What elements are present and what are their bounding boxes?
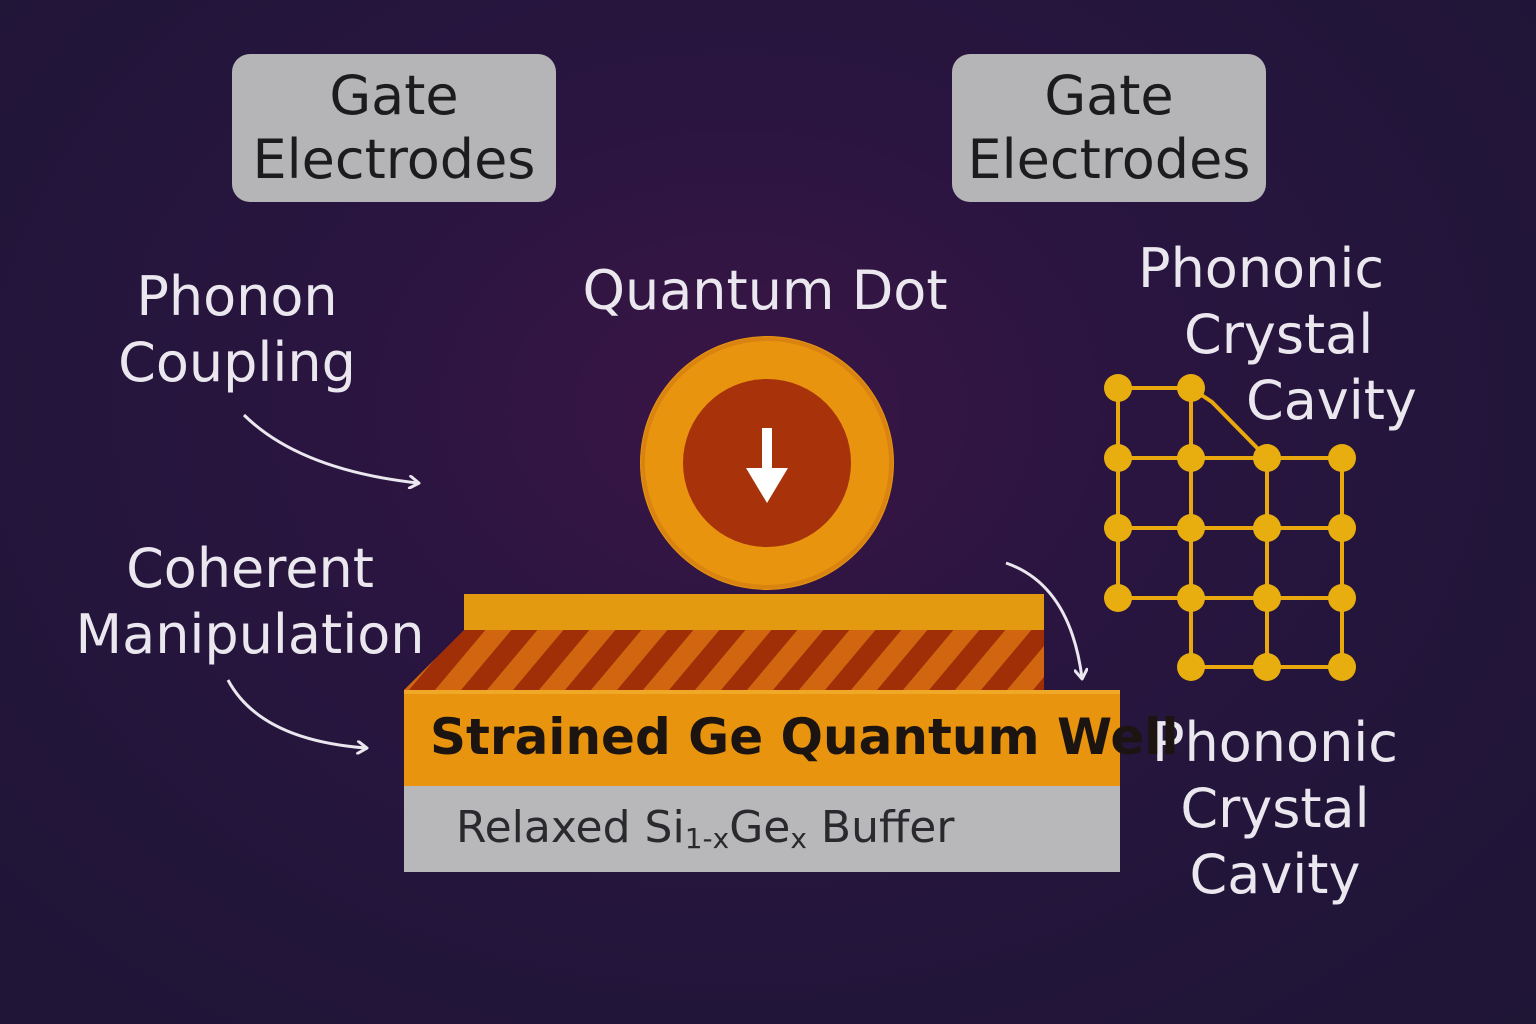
striped-barrier-layer — [404, 630, 1044, 690]
gate-right-line1: Gate — [1044, 64, 1174, 127]
quantum-well-label: Strained Ge Quantum Well — [430, 708, 1179, 766]
buffer-mid: Ge — [729, 802, 791, 853]
quantum-dot — [640, 336, 894, 590]
buffer-layer — [404, 786, 1120, 872]
gate-electrodes-right: Gate Electrodes — [952, 54, 1266, 202]
phononic-bottom-line3: Cavity — [1189, 843, 1361, 906]
coherent-manipulation-label: Coherent Manipulation — [60, 536, 440, 668]
phononic-top-line2: Crystal — [1184, 303, 1374, 366]
buffer-label: Relaxed Si1-xGex Buffer — [456, 802, 954, 855]
top-cap-layer — [464, 594, 1044, 630]
phonon-coupling-line2: Coupling — [118, 331, 356, 394]
phononic-top-line3: Cavity — [1246, 369, 1417, 432]
layer-stack — [404, 594, 1120, 872]
coherent-manipulation-line2: Manipulation — [75, 603, 425, 666]
buffer-sub1: 1-x — [684, 822, 730, 855]
gate-electrodes-left: Gate Electrodes — [232, 54, 556, 202]
phonon-coupling-label: Phonon Coupling — [92, 264, 382, 396]
phonon-coupling-arrow — [242, 413, 418, 483]
phononic-bottom-line1: Phononic — [1151, 711, 1398, 774]
lattice-nodes — [1104, 374, 1356, 681]
phononic-top-line1: Phononic — [1138, 237, 1385, 300]
dot-to-cavity-arrow — [1005, 561, 1082, 678]
phononic-crystal-cavity-top-label: Phononic Crystal Cavity — [1128, 236, 1428, 434]
coherent-manipulation-arrow — [226, 679, 366, 748]
phonon-coupling-line1: Phonon — [136, 265, 338, 328]
gate-left-line2: Electrodes — [252, 128, 536, 191]
quantum-well-layer — [404, 690, 1120, 786]
phononic-crystal-cavity-bottom-label: Phononic Crystal Cavity — [1130, 710, 1420, 908]
buffer-prefix: Relaxed Si — [456, 802, 685, 853]
coherent-manipulation-line1: Coherent — [126, 537, 374, 600]
buffer-suffix: Buffer — [806, 802, 955, 853]
spin-down-arrow-icon — [746, 428, 788, 503]
quantum-dot-label-text: Quantum Dot — [582, 259, 948, 322]
quantum-dot-label: Quantum Dot — [560, 258, 970, 324]
gate-right-line2: Electrodes — [967, 128, 1251, 191]
buffer-sub2: x — [790, 822, 807, 855]
gate-left-line1: Gate — [329, 64, 459, 127]
phononic-bottom-line2: Crystal — [1180, 777, 1370, 840]
